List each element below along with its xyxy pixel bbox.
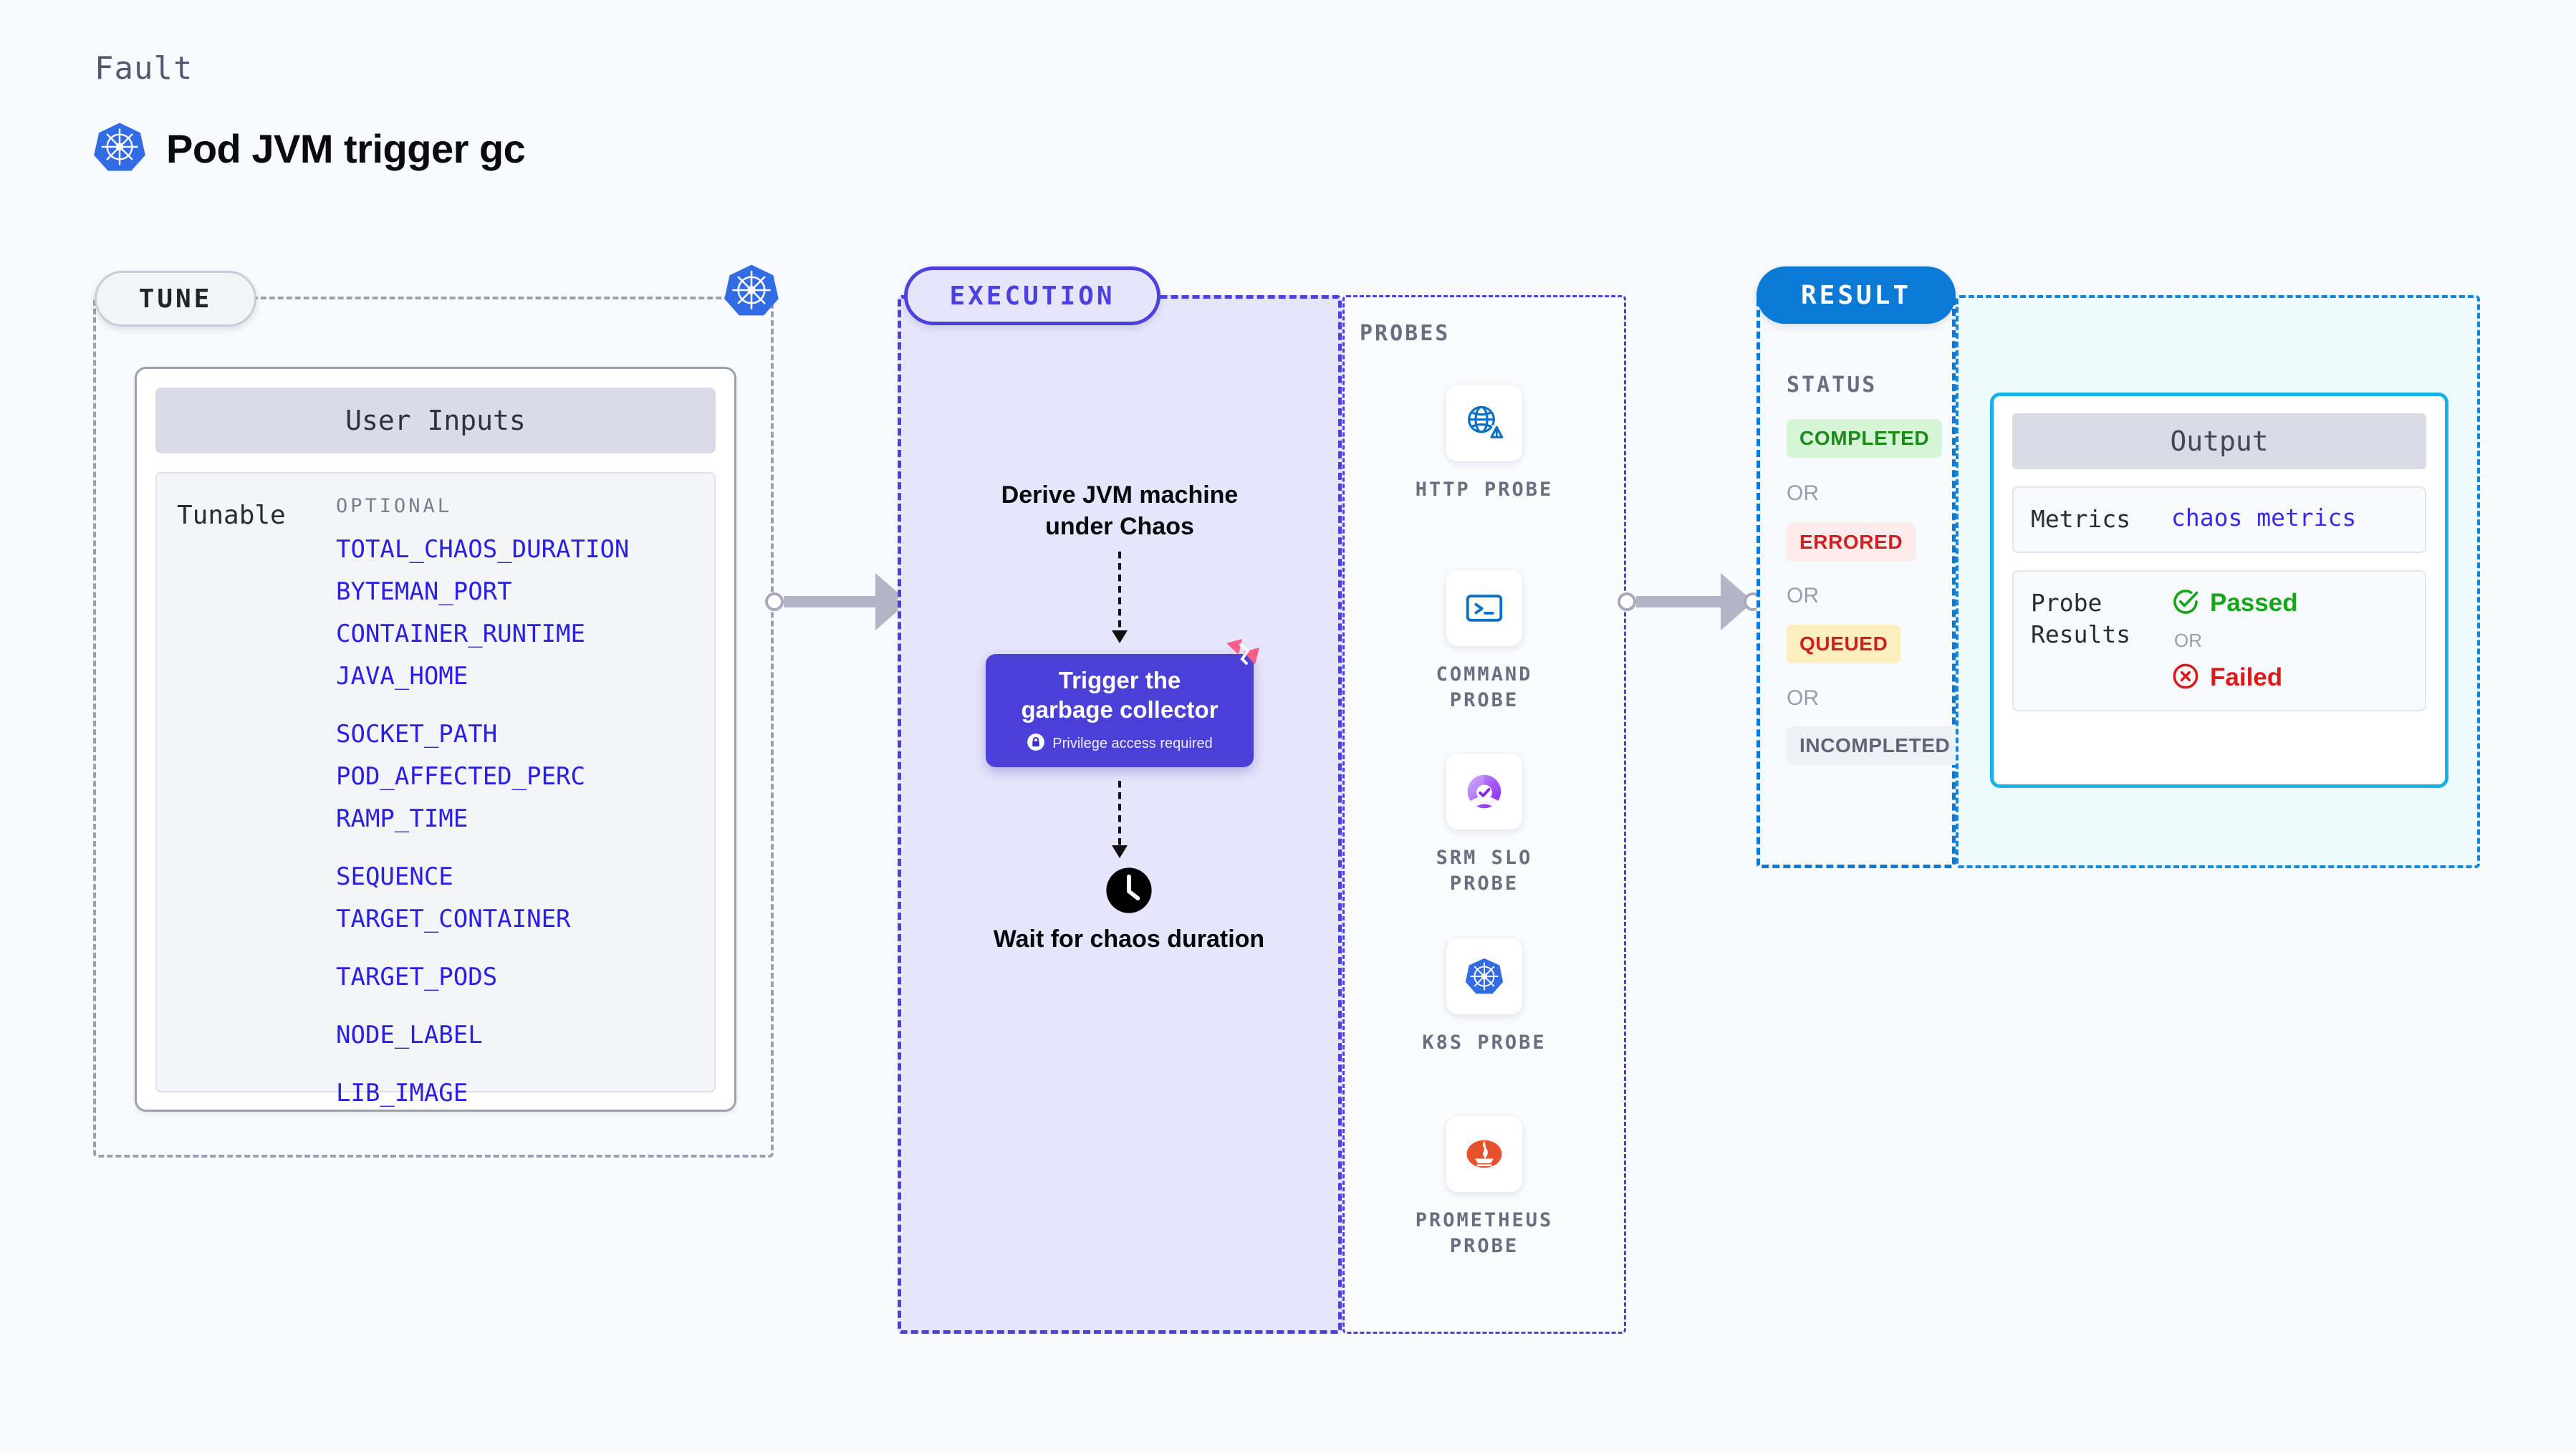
- status-caption: STATUS: [1787, 372, 1878, 398]
- terminal-icon: [1446, 570, 1522, 646]
- flow-arrow-line: [1118, 781, 1121, 852]
- check-circle-icon: [2171, 587, 2200, 620]
- probe-passed-label: Passed: [2210, 589, 2298, 617]
- connector-tune-to-execution: [765, 573, 917, 630]
- globe-warning-icon: [1446, 385, 1522, 461]
- status-or-label: OR: [1787, 584, 1819, 607]
- status-badge-errored: ERRORED: [1787, 523, 1916, 562]
- flow-arrow-head: [1112, 845, 1128, 858]
- tunable-list: TOTAL_CHAOS_DURATION BYTEMAN_PORT CONTAI…: [336, 537, 700, 1123]
- probe-failed-label: Failed: [2210, 663, 2283, 692]
- flow-arrow-head: [1112, 630, 1128, 643]
- page-eyebrow: Fault: [95, 50, 193, 87]
- connector-execution-to-result: [1618, 573, 1762, 630]
- probe-http[interactable]: HTTP PROBE: [1402, 385, 1567, 503]
- probe-label: SRM SLO PROBE: [1436, 847, 1533, 895]
- tunable-item[interactable]: SEQUENCE: [336, 862, 453, 891]
- probes-caption: PROBES: [1360, 321, 1451, 346]
- output-probe-results-key: Probe Results: [2031, 588, 2131, 649]
- tunable-item[interactable]: POD_AFFECTED_PERC: [336, 762, 585, 791]
- probe-label: HTTP PROBE: [1415, 479, 1554, 501]
- execution-stage-pill[interactable]: EXECUTION: [904, 266, 1160, 325]
- tunable-item[interactable]: SOCKET_PATH: [336, 720, 498, 749]
- prometheus-icon: [1446, 1116, 1522, 1192]
- lock-icon: [1027, 733, 1045, 755]
- tunable-item[interactable]: TARGET_CONTAINER: [336, 905, 571, 933]
- harness-icon: [1224, 636, 1262, 675]
- srm-slo-icon: [1446, 754, 1522, 830]
- user-inputs-body: Tunable OPTIONAL TOTAL_CHAOS_DURATION BY…: [155, 472, 716, 1105]
- kubernetes-icon: [93, 120, 146, 177]
- output-metrics-row: Metrics chaos metrics: [2012, 486, 2426, 553]
- optional-label: OPTIONAL: [336, 495, 453, 517]
- output-title: Output: [2012, 413, 2426, 469]
- tunable-item[interactable]: NODE_LABEL: [336, 1021, 483, 1049]
- probe-label: COMMAND PROBE: [1436, 663, 1533, 712]
- tunable-item[interactable]: LIB_IMAGE: [336, 1079, 468, 1107]
- result-stage-pill[interactable]: RESULT: [1756, 266, 1956, 324]
- status-or-label: OR: [1787, 481, 1819, 505]
- status-badge-queued: QUEUED: [1787, 625, 1901, 663]
- tune-kubernetes-icon: [724, 262, 779, 322]
- page-title: Pod JVM trigger gc: [166, 126, 526, 171]
- flow-arrow-line: [1118, 552, 1121, 638]
- output-metrics-key: Metrics: [2031, 505, 2131, 533]
- tunable-row-label: Tunable: [177, 501, 286, 530]
- x-circle-icon: [2171, 662, 2200, 694]
- probe-result-passed: Passed: [2171, 587, 2298, 620]
- output-probe-results-row: Probe Results Passed OR: [2012, 569, 2426, 711]
- probe-label: K8S PROBE: [1422, 1032, 1547, 1054]
- output-card: Output Metrics chaos metrics Probe Resul…: [1990, 393, 2448, 788]
- privilege-note-label: Privilege access required: [1052, 735, 1213, 751]
- status-badge-completed: COMPLETED: [1787, 419, 1943, 458]
- execution-action-card[interactable]: Trigger the garbage collector Privilege …: [986, 654, 1254, 767]
- connector-bar: [1636, 596, 1722, 607]
- connector-bar: [784, 596, 877, 607]
- page-title-row: Pod JVM trigger gc: [93, 120, 526, 177]
- kubernetes-icon: [1446, 938, 1522, 1014]
- status-or-label: OR: [1787, 686, 1819, 710]
- privilege-note: Privilege access required: [1027, 733, 1213, 755]
- tunable-item[interactable]: BYTEMAN_PORT: [336, 577, 512, 606]
- probe-srm-slo[interactable]: SRM SLO PROBE: [1402, 754, 1567, 898]
- status-badge-incompleted: INCOMPLETED: [1787, 726, 1964, 765]
- connector-dot: [1618, 592, 1636, 611]
- probe-label: PROMETHEUS PROBE: [1415, 1209, 1554, 1258]
- tunable-item[interactable]: CONTAINER_RUNTIME: [336, 620, 585, 648]
- output-metrics-value[interactable]: chaos metrics: [2171, 504, 2357, 532]
- probe-k8s[interactable]: K8S PROBE: [1402, 938, 1567, 1056]
- probe-command[interactable]: COMMAND PROBE: [1402, 570, 1567, 714]
- probe-prometheus[interactable]: PROMETHEUS PROBE: [1402, 1116, 1567, 1260]
- tunable-item[interactable]: JAVA_HOME: [336, 662, 468, 691]
- tunable-item[interactable]: RAMP_TIME: [336, 804, 468, 833]
- probe-result-or-label: OR: [2174, 629, 2202, 651]
- execution-step-wait-label: Wait for chaos duration: [993, 925, 1265, 953]
- user-inputs-card: User Inputs Tunable OPTIONAL TOTAL_CHAOS…: [135, 367, 736, 1112]
- tune-stage-box: [93, 297, 774, 1158]
- tunable-item[interactable]: TOTAL_CHAOS_DURATION: [336, 535, 630, 564]
- tunable-item[interactable]: TARGET_PODS: [336, 963, 498, 991]
- user-inputs-title: User Inputs: [155, 388, 716, 453]
- execution-step-derive-label: Derive JVM machine under Chaos: [1001, 481, 1239, 540]
- action-card-title: Trigger the garbage collector: [1021, 667, 1219, 723]
- clock-icon: [1105, 867, 1153, 914]
- probe-result-failed: Failed: [2171, 662, 2298, 694]
- connector-dot: [765, 592, 784, 611]
- result-stage-box: [1756, 295, 1956, 868]
- tune-stage-pill[interactable]: TUNE: [95, 271, 256, 327]
